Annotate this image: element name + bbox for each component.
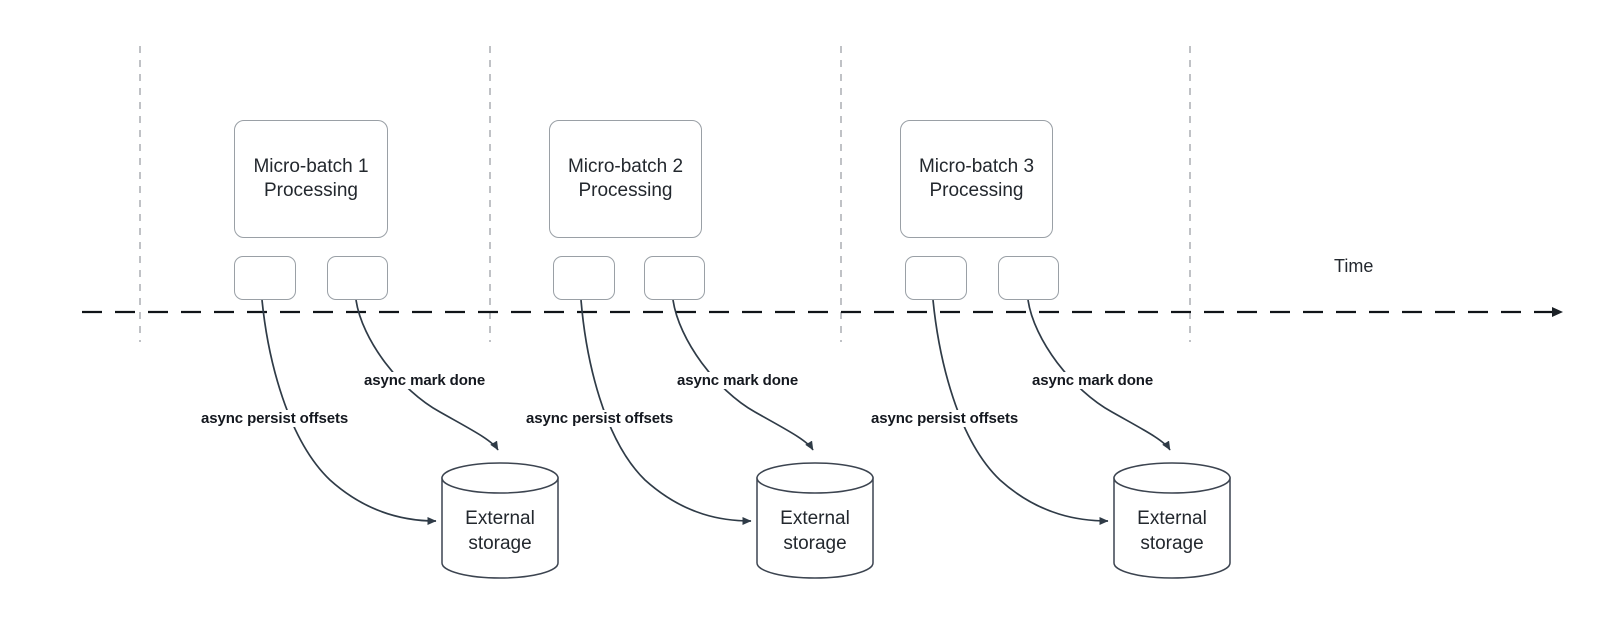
group-1-edges: [261, 299, 499, 525]
edge-async-mark-done-1: [355, 299, 499, 451]
group-3-async-persist-offsets-label: async persist offsets: [869, 410, 1021, 427]
micro-batch-2-label: Micro-batch 2 Processing: [567, 155, 684, 201]
group-1-external-storage-label: External storage: [465, 508, 535, 554]
micro-batch-1-processing-box[interactable]: Micro-batch 1 Processing: [234, 120, 388, 238]
group-1-persist-offsets-task[interactable]: [234, 256, 296, 300]
storage-cylinder-3: [1113, 462, 1231, 579]
micro-batch-2-processing-box[interactable]: Micro-batch 2 Processing: [549, 120, 702, 238]
edge-async-mark-done-3: [1027, 299, 1171, 451]
edge-async-mark-done-2: [672, 299, 814, 451]
group-1-async-persist-offsets-label: async persist offsets: [199, 410, 351, 427]
storage-cylinder-2: [756, 462, 874, 579]
edge-async-persist-offsets-1: [261, 299, 437, 525]
group-1-async-mark-done-label: async mark done: [362, 372, 488, 389]
micro-batch-3-label: Micro-batch 3 Processing: [918, 155, 1035, 201]
group-2-persist-offsets-task[interactable]: [553, 256, 615, 300]
group-3-external-storage-label: External storage: [1137, 508, 1207, 554]
micro-batch-3-processing-box[interactable]: Micro-batch 3 Processing: [900, 120, 1053, 238]
time-axis-label: Time: [1334, 256, 1374, 276]
group-2-async-persist-offsets-label: async persist offsets: [524, 410, 676, 427]
group-1-mark-done-task[interactable]: [327, 256, 388, 300]
edge-async-persist-offsets-2: [580, 299, 752, 525]
group-2-async-mark-done-label: async mark done: [675, 372, 801, 389]
group-3-edges: [932, 299, 1171, 525]
group-2-mark-done-task[interactable]: [644, 256, 705, 300]
group-3-mark-done-task[interactable]: [998, 256, 1059, 300]
group-3-async-mark-done-label: async mark done: [1030, 372, 1156, 389]
group-3-persist-offsets-task[interactable]: [905, 256, 967, 300]
storage-cylinder-1: [441, 462, 559, 579]
edge-async-persist-offsets-3: [932, 299, 1109, 525]
group-2-edges: [580, 299, 814, 525]
group-2-external-storage-label: External storage: [780, 508, 850, 554]
micro-batch-1-label: Micro-batch 1 Processing: [253, 155, 369, 201]
